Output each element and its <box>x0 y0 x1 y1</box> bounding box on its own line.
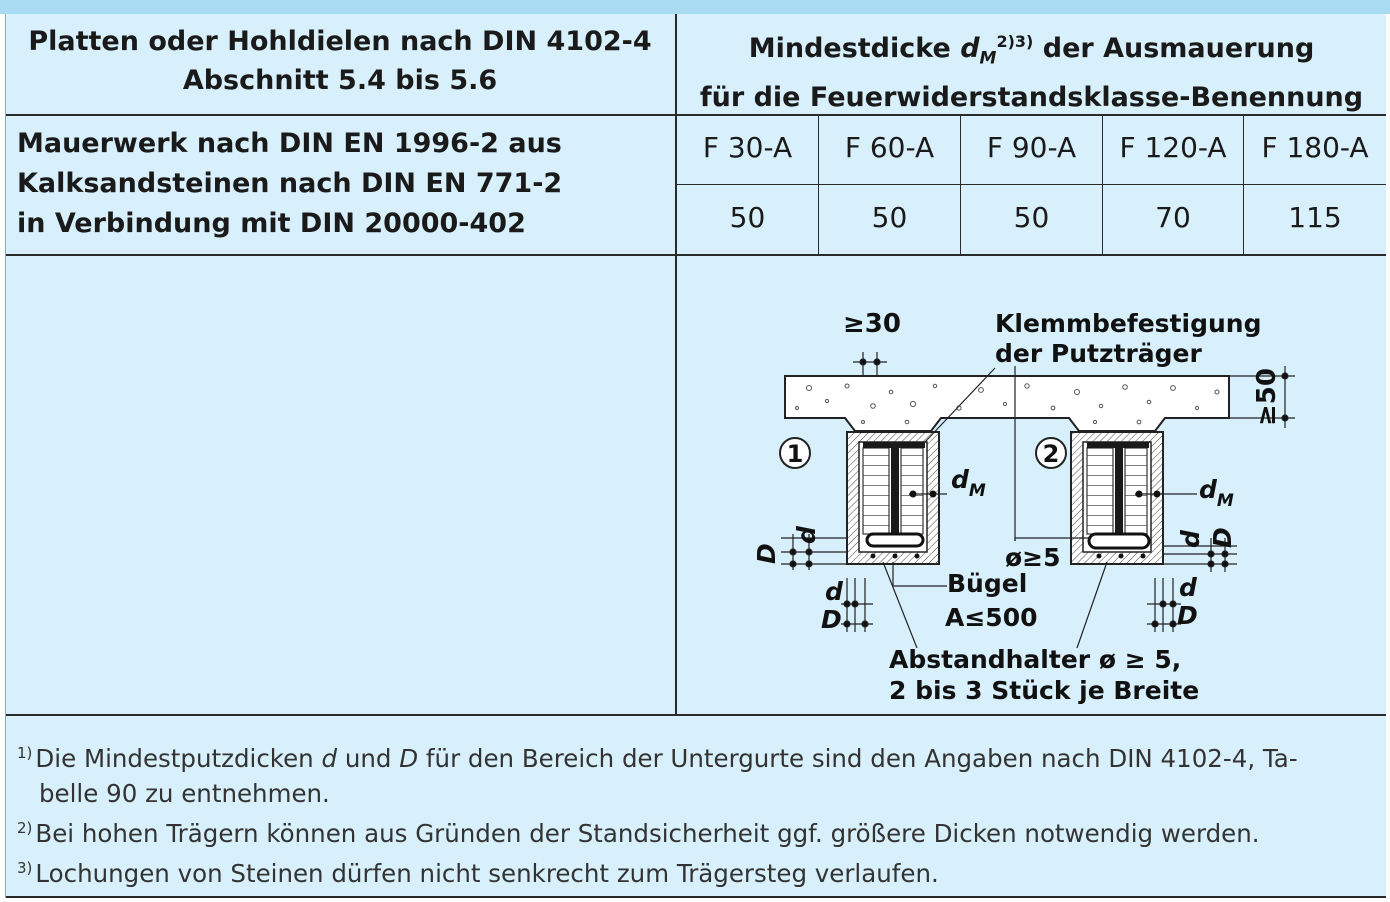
D-label-right-bottom: D <box>1177 601 1198 630</box>
class-col-divider <box>1102 115 1103 255</box>
row-divider <box>5 114 1386 116</box>
spacer-label-line2: 2 bis 3 Stück je Breite <box>889 676 1199 705</box>
header-left-line2: Abschnitt 5.4 bis 5.6 <box>182 65 498 96</box>
left-border <box>5 14 6 898</box>
header-right-line1: Mindestdicke dM2)3) der Ausmauerung <box>677 22 1386 78</box>
D-label-right: D <box>1208 527 1237 548</box>
footnote-2: 2)Bei hohen Trägern können aus Gründen d… <box>17 811 1357 851</box>
dm-marker-right <box>1135 490 1143 498</box>
fire-class-f90: F 90-A <box>986 131 1077 164</box>
footnotes: 1)Die Mindestputzdicken d und D für den … <box>17 736 1357 891</box>
column-divider <box>675 14 677 715</box>
dm-marker-left <box>909 490 917 498</box>
leader-lines <box>882 367 1197 649</box>
d-label-left: d <box>792 525 821 544</box>
D-label-left: D <box>752 543 781 564</box>
thickness-f90: 50 <box>1013 201 1050 234</box>
masonry-description: Mauerwerk nach DIN EN 1996-2 aus Kalksan… <box>17 124 667 244</box>
header-left: Platten oder Hohldielen nach DIN 4102-4 … <box>5 22 675 100</box>
marker-1-label: 1 <box>787 440 804 468</box>
fire-class-f120: F 120-A <box>1119 131 1227 164</box>
header-left-line1: Platten oder Hohldielen nach DIN 4102-4 <box>28 26 652 57</box>
masonry-line3: in Verbindung mit DIN 20000-402 <box>17 208 526 239</box>
marker-2: 2 <box>1035 437 1067 469</box>
fire-class-f180: F 180-A <box>1261 131 1369 164</box>
footnote-1-var-D: D <box>399 744 419 773</box>
dm-marker-right <box>1153 490 1161 498</box>
footnote-2-number: 2) <box>17 819 33 837</box>
footnote-3-text: Lochungen von Steinen dürfen nicht senkr… <box>35 859 939 888</box>
fire-resistance-table: Platten oder Hohldielen nach DIN 4102-4 … <box>5 14 1386 898</box>
masonry-line1: Mauerwerk nach DIN EN 1996-2 aus <box>17 128 562 159</box>
class-col-divider <box>1243 115 1244 255</box>
d-label-right: d <box>1176 529 1205 548</box>
row-divider <box>5 254 1386 256</box>
thickness-f30: 50 <box>729 201 766 234</box>
footnote-1-text: für den Bereich der Untergurte sind den … <box>418 744 1298 773</box>
header-right-text: Mindestdicke <box>748 33 961 64</box>
dim-d-D-right <box>1147 538 1237 632</box>
d-label-right-bottom: d <box>1179 573 1198 602</box>
stirrup-label: Bügel <box>947 569 1027 598</box>
footnote-1-text: belle 90 zu entnehmen. <box>39 779 330 808</box>
footnote-2-text: Bei hohen Trägern können aus Gründen der… <box>35 819 1260 848</box>
construction-drawing: 1 2 ≥30 Klemmbefestigung der Putzträger … <box>752 309 1295 705</box>
clamp-label-line1: Klemmbefestigung <box>995 309 1261 338</box>
masonry-line2: Kalksandsteinen nach DIN EN 771-2 <box>17 168 563 199</box>
dim-50-label: ≥50 <box>1252 368 1282 426</box>
dim-50 <box>1229 366 1295 428</box>
class-col-divider <box>818 115 819 255</box>
phi5-label: ø≥5 <box>1005 543 1061 572</box>
dm-variable: d <box>960 33 980 64</box>
marker-2-label: 2 <box>1043 440 1060 468</box>
dim-30-label: ≥30 <box>843 309 901 339</box>
thickness-f180: 115 <box>1288 201 1342 234</box>
beam-casing-1 <box>846 431 940 565</box>
footnote-3: 3)Lochungen von Steinen dürfen nicht sen… <box>17 851 1357 891</box>
header-right-text-b: der Ausmauerung <box>1033 33 1315 64</box>
footnote-1-var-d: d <box>321 744 338 773</box>
spacer-label-line1: Abstandhalter ø ≥ 5, <box>889 645 1181 674</box>
stirrup-spacing-label: A≤500 <box>945 603 1037 632</box>
thickness-f120: 70 <box>1155 201 1191 234</box>
header-right-line2: für die Feuerwiderstandsklasse-Benennung <box>699 82 1364 114</box>
fire-class-f60: F 60-A <box>844 131 935 164</box>
D-label-left-bottom: D <box>821 605 842 634</box>
top-band <box>0 0 1390 14</box>
footnote-1-text: und <box>337 744 400 773</box>
class-row-divider <box>677 184 1386 185</box>
marker-1: 1 <box>779 437 811 469</box>
beam-casing-2 <box>1070 431 1164 565</box>
footnote-ref: 2)3) <box>996 32 1034 51</box>
footnote-1-text: Die Mindestputzdicken <box>35 744 322 773</box>
dim-30 <box>853 352 887 376</box>
footnote-1: 1)Die Mindestputzdicken d und D für den … <box>17 736 1357 811</box>
footnote-3-number: 3) <box>17 859 33 877</box>
footnote-1-number: 1) <box>17 744 33 762</box>
dm-label-right: dM <box>1199 475 1234 511</box>
header-right: Mindestdicke dM2)3) der Ausmauerung für … <box>677 22 1386 117</box>
dm-marker-left <box>929 490 937 498</box>
dm-label-left: dM <box>951 465 986 501</box>
dm-subscript: M <box>979 48 997 69</box>
class-col-divider <box>960 115 961 255</box>
dim-d-D-left <box>781 534 873 632</box>
fire-class-f30: F 30-A <box>702 131 793 164</box>
clamp-label-line2: der Putzträger <box>995 339 1203 368</box>
thickness-f60: 50 <box>871 201 908 234</box>
bottom-border <box>5 896 1386 898</box>
row-divider <box>5 714 1386 716</box>
d-label-left-bottom: d <box>825 577 844 606</box>
